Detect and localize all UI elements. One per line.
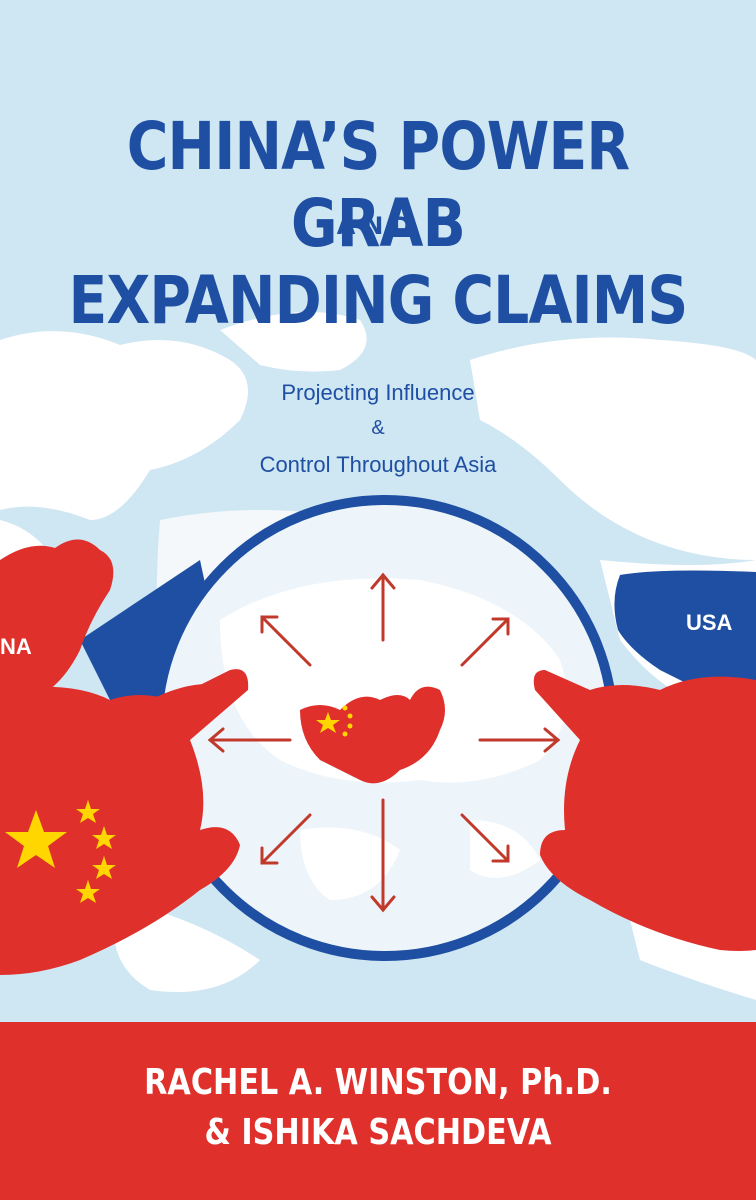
title-line-2: AND — [336, 212, 420, 240]
author-band — [0, 1022, 756, 1200]
map-label-usa: USA — [686, 610, 733, 635]
title-line-1: CHINA’S POWER GRAB — [126, 108, 630, 262]
usa-map — [614, 570, 756, 695]
subtitle-line-2: & — [371, 417, 385, 439]
china-map-left — [0, 539, 114, 700]
title-line-3: EXPANDING CLAIMS — [68, 262, 689, 339]
left-hand-icon — [0, 669, 249, 975]
china-map-center — [300, 686, 445, 784]
map-label-china: NA — [0, 634, 32, 659]
china-flag-stars-icon — [5, 800, 116, 903]
right-hand-icon — [533, 670, 756, 951]
author-line-2: & ISHIKA SACHDEVA — [204, 1112, 552, 1153]
subtitle-line-3: Control Throughout Asia — [259, 452, 497, 477]
subtitle-line-1: Projecting Influence — [281, 380, 475, 405]
author-line-1: RACHEL A. WINSTON, Ph.D. — [144, 1062, 612, 1103]
expansion-arrows-icon — [207, 572, 561, 913]
china-map-stars — [316, 705, 353, 737]
